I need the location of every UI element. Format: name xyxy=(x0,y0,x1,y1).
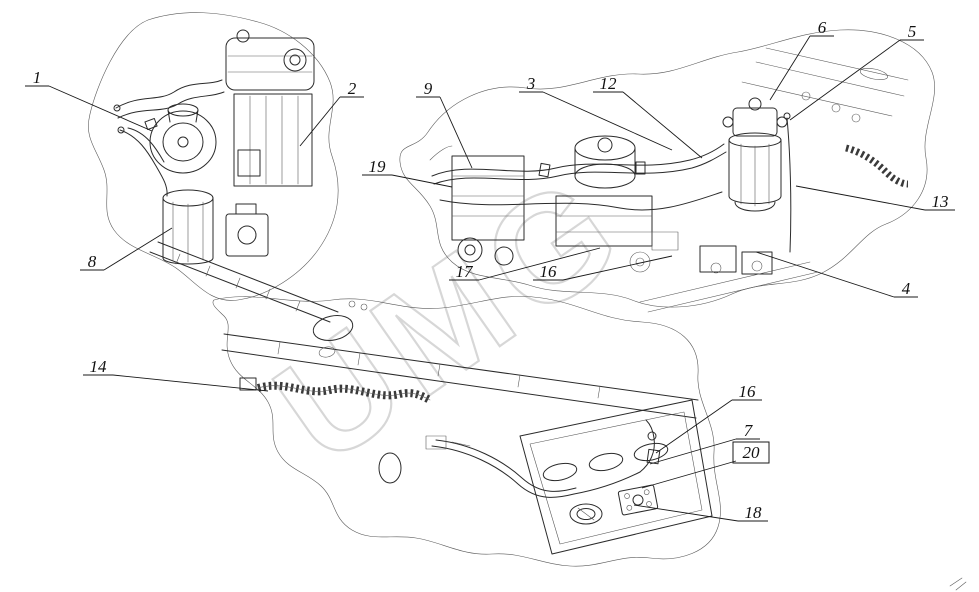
engine-cylinder-art xyxy=(555,135,653,247)
left-assembly-art xyxy=(88,12,339,323)
callout-16: 16 xyxy=(655,382,762,454)
callout-6: 6 xyxy=(769,18,834,101)
left-frame-rails-art xyxy=(149,241,339,323)
callout-1: 1 xyxy=(25,68,153,132)
callout-14: 14 xyxy=(83,357,269,392)
callout-3: 3 xyxy=(519,74,673,151)
corner-mark xyxy=(949,577,967,591)
corrugated-conduit-art xyxy=(239,377,432,404)
callout-number: 7 xyxy=(744,421,754,440)
callout-2: 2 xyxy=(299,79,364,147)
callout-number: 20 xyxy=(743,443,761,462)
bracket-art xyxy=(629,231,819,313)
callout-number: 5 xyxy=(908,22,917,41)
callout-number: 9 xyxy=(424,79,433,98)
callout-7: 7 xyxy=(649,421,760,465)
callout-number: 18 xyxy=(745,503,763,522)
air-cleaner-art xyxy=(149,103,217,174)
callout-12: 12 xyxy=(593,74,703,159)
expansion-tank-art xyxy=(225,29,315,91)
right-assembly-art xyxy=(399,29,935,313)
callout-9: 9 xyxy=(416,79,473,169)
callout-number: 1 xyxy=(33,68,42,87)
radiator-block-art xyxy=(233,93,313,187)
callout-number: 3 xyxy=(526,74,536,93)
callout-number: 13 xyxy=(932,192,949,211)
frame-rails-art xyxy=(221,300,699,484)
callout-number: 16 xyxy=(540,262,558,281)
callout-number: 16 xyxy=(739,382,757,401)
left-fuel-filter-art xyxy=(162,189,269,265)
callout-17: 17 xyxy=(449,247,601,281)
callout-19: 19 xyxy=(362,157,453,188)
callout-number: 19 xyxy=(369,157,387,176)
fuel-separator-art xyxy=(722,97,792,253)
fuel-tank-art xyxy=(519,399,713,555)
callout-number: 4 xyxy=(902,279,911,298)
callout-number: 2 xyxy=(348,79,357,98)
callout-number: 14 xyxy=(90,357,108,376)
callout-5: 5 xyxy=(789,22,924,121)
callout-18: 18 xyxy=(633,503,768,522)
callout-frame xyxy=(732,441,770,464)
fender-art xyxy=(741,47,909,188)
fuel-lines-art xyxy=(431,143,727,211)
left-hoses-art xyxy=(113,79,225,197)
chassis-art xyxy=(212,296,721,567)
callout-8: 8 xyxy=(80,227,173,271)
callout-number: 8 xyxy=(88,252,97,271)
callout-4: 4 xyxy=(755,251,918,298)
callout-16: 16 xyxy=(533,255,673,281)
callout-number: 17 xyxy=(456,262,475,281)
tank-hose-art xyxy=(425,419,661,498)
engine-left-detail-art xyxy=(429,145,525,266)
callout-number: 6 xyxy=(818,18,827,37)
callout-20: 20 xyxy=(641,441,770,489)
callout-number: 12 xyxy=(600,74,618,93)
callout-13: 13 xyxy=(795,185,955,211)
